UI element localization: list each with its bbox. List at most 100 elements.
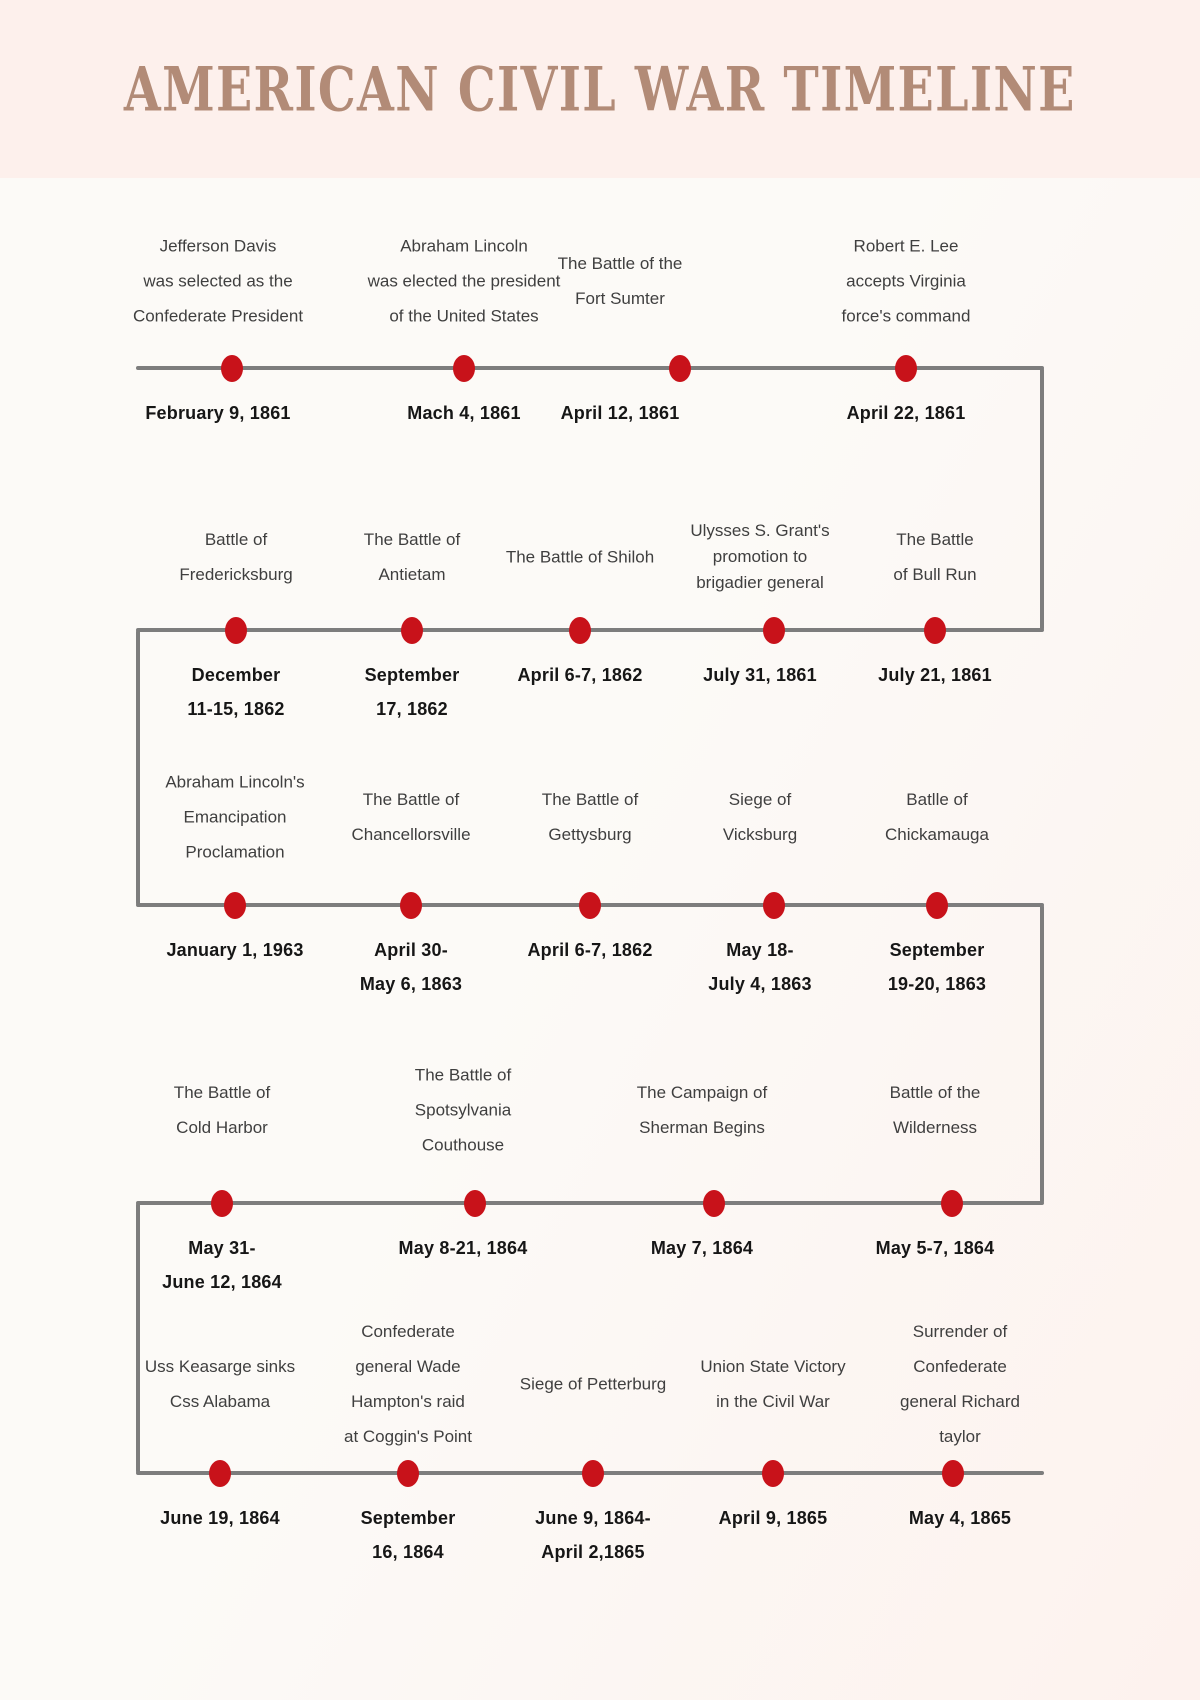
event-dot [400,892,422,919]
event-description-line: Spotsylvania [414,1100,512,1120]
event-date: April 6-7, 1862 [527,933,652,967]
event-description-line: Hampton's raid [351,1392,465,1411]
timeline-line [136,1201,1044,1205]
event-description-line: The Battle of [363,530,461,549]
event-dot [401,617,423,644]
event-date: June 9, 1864-April 2,1865 [535,1501,651,1569]
event-dot [225,617,247,644]
event-date-line: Mach 4, 1861 [407,403,521,423]
event-description-line: Confederate [361,1322,455,1341]
event-date-line: May 7, 1864 [650,1238,754,1258]
event-date-line: July 21, 1861 [878,665,992,685]
event-description-line: Chancellorsville [351,825,471,844]
event-date-line: April 6-7, 1862 [527,940,653,960]
timeline-line [136,366,1044,370]
event-dot [763,617,785,644]
event-description-line: accepts Virginia [846,271,966,291]
event-date-line: 19-20, 1863 [887,974,987,994]
event-description-line: The Battle of [541,790,639,809]
event-date: April 22, 1861 [847,396,966,430]
event-date: January 1, 1963 [166,933,303,967]
event-description-line: Gettysburg [548,825,632,844]
event-date: May 4, 1865 [909,1501,1011,1535]
event-dot [762,1460,784,1487]
event-date-line: September [360,1508,456,1528]
event-description: Siege of Petterburg [520,1367,666,1402]
event-description-line: Battle of the [889,1083,981,1102]
event-description-line: Vicksburg [722,825,798,844]
event-description-line: Siege of Petterburg [519,1374,667,1394]
event-description-line: general Richard [899,1392,1021,1411]
event-description: The Battle of Shiloh [506,540,654,575]
event-description-line: Proclamation [185,842,285,862]
event-description: Battle of Fredericksburg [179,522,292,592]
event-date-line: May 8-21, 1864 [398,1238,528,1258]
event-date-line: April 22, 1861 [846,403,966,423]
event-date: June 19, 1864 [160,1501,280,1535]
event-dot [582,1460,604,1487]
event-dot [926,892,948,919]
event-dot [453,355,475,382]
event-date: May 8-21, 1864 [399,1231,528,1265]
event-description: Union State Victory in the Civil War [700,1349,845,1419]
event-description-line: The Battle of [414,1065,512,1085]
page-title: AMERICAN CIVIL WAR TIMELINE [124,53,1076,125]
event-description: The Battle of Gettysburg [542,782,638,852]
event-date-line: September [889,940,985,960]
event-description: Surrender of Confederate general Richard ta… [900,1314,1020,1454]
event-dot [763,892,785,919]
event-description-line: Abraham Lincoln [400,236,528,256]
event-dot [464,1190,486,1217]
event-date: May 7, 1864 [651,1231,753,1265]
event-description-line: Siege of [728,790,792,809]
event-description-line: Wilderness [892,1118,978,1137]
event-description-line: at Coggin's Point [344,1427,472,1446]
event-dot [224,892,246,919]
event-dot [209,1460,231,1487]
event-date-line: June 19, 1864 [160,1508,280,1528]
event-description-line: of the United States [389,306,539,326]
event-description-line: Union State Victory [700,1357,846,1376]
event-date: May 31-June 12, 1864 [162,1231,282,1299]
event-description-line: Fredericksburg [179,565,293,584]
event-dot [942,1460,964,1487]
event-date-line: April 2,1865 [541,1542,645,1562]
event-description-line: Uss Keasarge sinks [144,1357,296,1376]
event-description-line: Cold Harbor [176,1118,268,1137]
event-description-line: promotion to [712,547,808,566]
event-description-line: in the Civil War [716,1392,830,1411]
event-description-line: was elected the president [367,271,561,291]
event-date-line: January 1, 1963 [166,940,304,960]
event-description-line: taylor [939,1427,981,1446]
event-date-line: April 12, 1861 [560,403,680,423]
event-date-line: July 31, 1861 [703,665,817,685]
event-date: May 18-July 4, 1863 [708,933,811,1001]
event-date-line: April 30- [374,940,448,960]
event-date: September 19-20, 1863 [888,933,986,1001]
event-description-line: Couthouse [421,1135,505,1155]
event-date-line: May 4, 1865 [908,1508,1012,1528]
event-description-line: The Battle of Shiloh [505,547,655,567]
event-date-line: February 9, 1861 [145,403,291,423]
timeline-connector-right [1040,905,1044,1203]
header-band: AMERICAN CIVIL WAR TIMELINE [0,0,1200,178]
event-description-line: Battle of [204,530,268,549]
event-description-line: Confederate [913,1357,1007,1376]
event-date-line: September [364,665,460,685]
event-description-line: Batlle of [906,790,968,809]
event-dot [211,1190,233,1217]
event-description-line: was selected as the [143,271,293,291]
timeline-connector-right [1040,368,1044,630]
event-description-line: Surrender of [912,1322,1008,1341]
event-date-line: April 6-7, 1862 [517,665,643,685]
event-date: April 6-7, 1862 [517,658,642,692]
timeline-connector-left [136,630,140,905]
